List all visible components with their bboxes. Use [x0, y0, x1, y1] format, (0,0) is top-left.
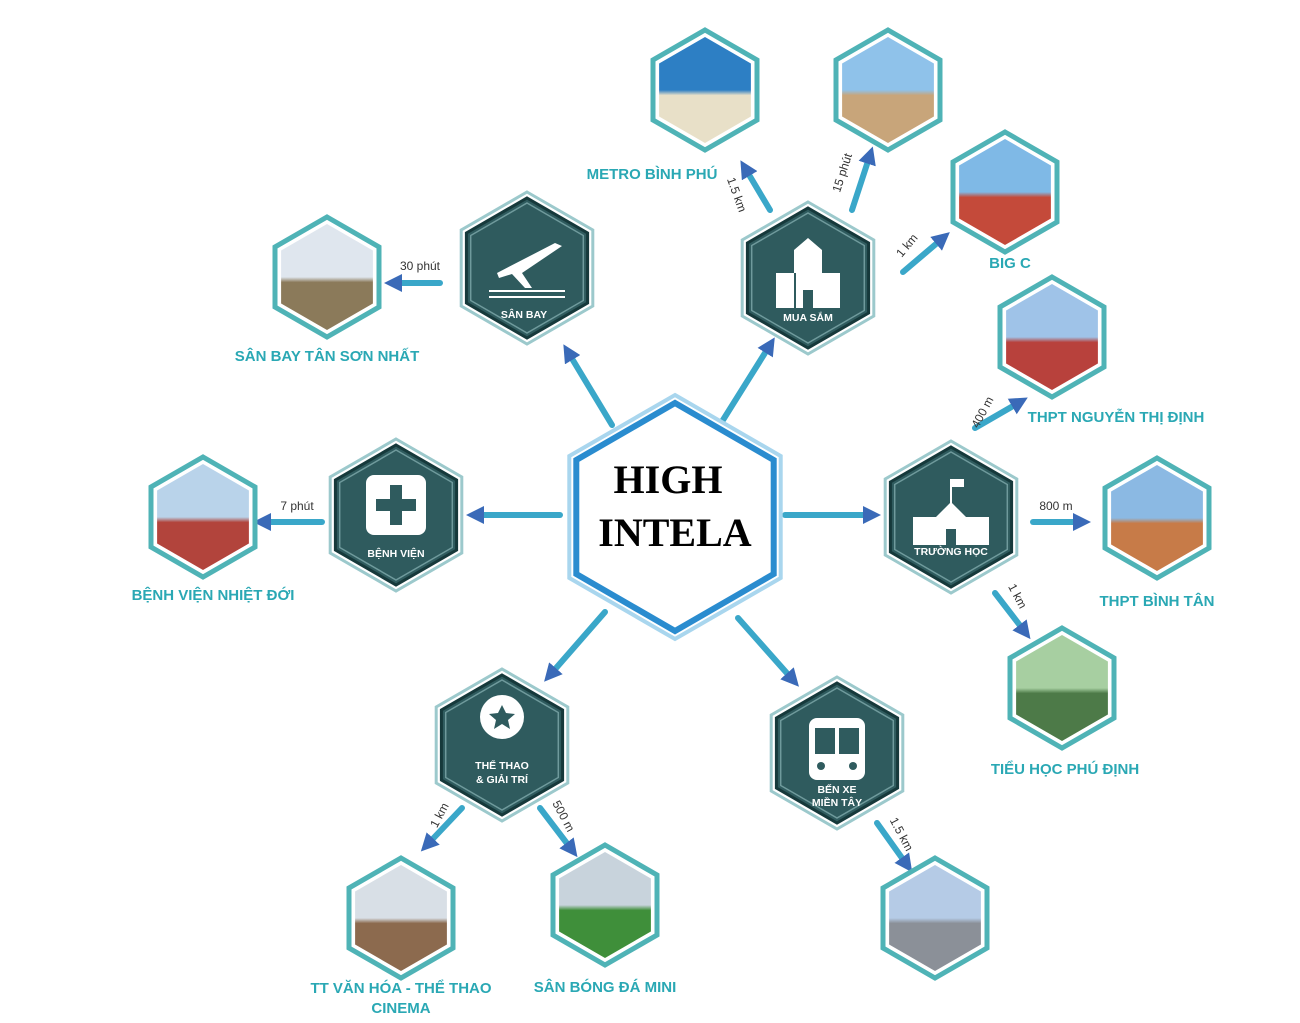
category-airport-label: SÂN BAY — [501, 308, 547, 321]
arrow — [735, 615, 799, 687]
distance-benh-vien: 7 phút — [280, 499, 314, 513]
school-icon — [913, 479, 989, 545]
place-cinema-label-1: TT VĂN HÓA - THỂ THAO — [310, 979, 491, 997]
photo-image — [959, 139, 1051, 245]
plane-icon — [489, 243, 565, 298]
category-sports-label-1: THỂ THAO — [475, 759, 529, 772]
photo-hex-cinema — [346, 855, 456, 981]
soccer-ball-icon — [480, 695, 524, 739]
arrow — [544, 609, 608, 682]
photo-hex-san-bong — [550, 842, 660, 968]
photo-image — [842, 37, 934, 143]
place-nguyen-thi-dinh-label: THPT NGUYỄN THỊ ĐỊNH — [1028, 409, 1205, 426]
category-hex-school — [883, 439, 1019, 595]
hexagons-layer — [148, 27, 1212, 981]
photo-hex-metro — [650, 27, 760, 153]
photo-image — [1111, 465, 1203, 571]
category-shopping-label: MUA SẮM — [783, 311, 833, 324]
photo-hex-ben-thanh — [833, 27, 943, 153]
center-title-line2: INTELA — [598, 510, 751, 555]
category-sports-label-2: & GIẢI TRÍ — [476, 773, 529, 786]
photo-image — [1006, 284, 1098, 390]
distance-binh-tan: 800 m — [1039, 499, 1072, 513]
center-hex-outer — [567, 392, 783, 642]
bus-icon — [809, 718, 865, 780]
center-title-line1: HIGH — [614, 457, 723, 502]
arrows-layer — [253, 146, 1091, 873]
center-hexagon — [573, 399, 777, 635]
arrow — [972, 397, 1028, 431]
distance-bigc: 1 km — [893, 231, 920, 260]
photo-hex-nguyen-thi-dinh — [997, 274, 1107, 400]
place-bigc-label: BIG C — [989, 255, 1031, 272]
place-cinema-label-2: CINEMA — [371, 1000, 430, 1017]
distance-tsn: 30 phút — [400, 259, 441, 273]
category-hex-airport — [459, 190, 595, 346]
category-bus-label-2: MIỀN TÂY — [812, 796, 862, 809]
place-benh-vien-label: BỆNH VIỆN NHIỆT ĐỚI — [132, 586, 295, 604]
arrow — [720, 337, 775, 423]
place-san-bong-label: SÂN BÓNG ĐÁ MINI — [534, 978, 677, 996]
arrow — [740, 160, 773, 213]
photo-image — [355, 865, 447, 971]
photo-image — [889, 865, 981, 971]
distance-metro: 1.5 km — [724, 175, 749, 214]
place-tieu-hoc-label: TIỂU HỌC PHÚ ĐỊNH — [991, 760, 1139, 778]
category-bus-label-1: BẾN XE — [817, 783, 856, 796]
arrow — [900, 232, 950, 275]
arrow — [992, 590, 1031, 640]
photo-image — [157, 464, 249, 570]
arrow — [537, 805, 578, 858]
church-icon — [776, 238, 840, 308]
place-binh-tan-label: THPT BÌNH TÂN — [1100, 592, 1215, 610]
category-hospital-label: BỆNH VIỆN — [367, 547, 424, 560]
category-hex-hospital — [328, 437, 464, 593]
photo-image — [1016, 635, 1108, 741]
photo-image — [281, 224, 373, 330]
photo-hex-binh-tan — [1102, 455, 1212, 581]
arrow — [874, 820, 913, 873]
category-school-label: TRƯỜNG HỌC — [914, 545, 988, 558]
arrow — [563, 344, 615, 428]
distance-ben-thanh: 15 phút — [829, 151, 855, 194]
photo-hex-benh-vien — [148, 454, 258, 580]
medical-cross-icon — [366, 475, 426, 535]
category-hex-bus — [769, 675, 905, 831]
photo-image — [659, 37, 751, 143]
photo-hex-tsn — [272, 214, 382, 340]
arrow — [420, 805, 465, 852]
place-tsn-label: SÂN BAY TÂN SƠN NHẤT — [235, 347, 419, 365]
photo-image — [559, 852, 651, 958]
category-hex-sports — [434, 667, 570, 823]
place-metro-label: METRO BÌNH PHÚ — [587, 165, 718, 183]
category-hex-shopping — [740, 200, 876, 356]
distance-nguyen-thi-dinh: 400 m — [968, 394, 996, 430]
photo-hex-ben-xe — [880, 855, 990, 981]
arrow — [849, 146, 876, 213]
photo-hex-tieu-hoc — [1007, 625, 1117, 751]
photo-hex-bigc — [950, 129, 1060, 255]
